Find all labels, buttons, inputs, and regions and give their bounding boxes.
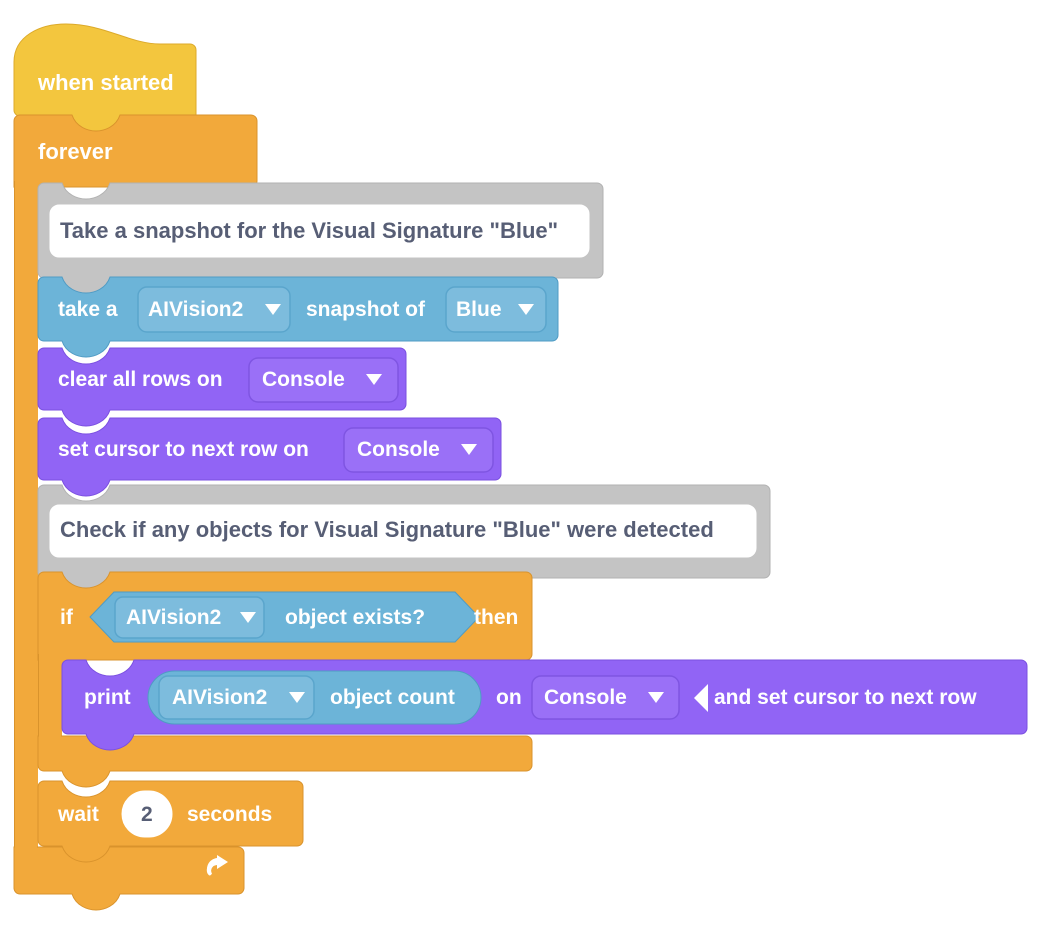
collapse-arrow-button[interactable] — [690, 680, 714, 716]
if-footer-shape — [37, 735, 533, 788]
seconds-label: seconds — [187, 803, 273, 826]
loop-arrow-button[interactable] — [200, 854, 232, 886]
snapshot-of-label: snapshot of — [306, 298, 425, 321]
dropdown-aivision2-exists[interactable] — [115, 597, 264, 638]
take-a-label: take a — [58, 298, 118, 321]
wait-number-input[interactable] — [122, 791, 172, 837]
if-left-arm — [38, 654, 62, 768]
dropdown-aivision2-snapshot[interactable] — [138, 287, 290, 332]
then-label: then — [474, 606, 519, 629]
object-exists-label: object exists? — [285, 606, 426, 629]
dropdown-console-3[interactable] — [532, 676, 679, 719]
dropdown-aivision2-count[interactable] — [159, 676, 314, 719]
forever-label: forever — [38, 139, 113, 164]
wait-label: wait — [58, 803, 99, 826]
comment-check-objects-block[interactable] — [38, 485, 770, 578]
dropdown-console-2-label[interactable]: Console — [357, 438, 440, 461]
when-started-label: when started — [38, 70, 174, 95]
comment-snapshot-block[interactable] — [38, 183, 603, 278]
when-started-block[interactable] — [14, 24, 196, 116]
dropdown-console-2[interactable] — [344, 428, 493, 472]
forever-left-arm — [14, 181, 38, 853]
wait-number-input-value[interactable]: 2 — [141, 803, 153, 826]
dropdown-console-3-label[interactable]: Console — [544, 686, 627, 709]
dropdown-blue[interactable] — [446, 287, 546, 332]
forever-block-header[interactable] — [14, 115, 257, 187]
dropdown-aivision2-exists-label[interactable]: AIVision2 — [126, 606, 222, 629]
object-count-label: object count — [330, 686, 455, 709]
comment-snapshot-text: Take a snapshot for the Visual Signature… — [60, 218, 559, 243]
on-label: on — [496, 686, 522, 709]
dropdown-aivision2-snapshot-label[interactable]: AIVision2 — [148, 298, 244, 321]
and-set-cursor-label: and set cursor to next row — [714, 686, 977, 709]
comment-check-objects-text: Check if any objects for Visual Signatur… — [60, 517, 714, 542]
clear-all-rows-label: clear all rows on — [58, 368, 223, 391]
set-cursor-label: set cursor to next row on — [58, 438, 309, 461]
dropdown-blue-label[interactable]: Blue — [456, 298, 502, 321]
if-label: if — [60, 606, 73, 629]
dropdown-console-1-label[interactable]: Console — [262, 368, 345, 391]
dropdown-aivision2-count-label[interactable]: AIVision2 — [172, 686, 268, 709]
dropdown-console-1[interactable] — [249, 358, 398, 402]
print-label: print — [84, 686, 131, 709]
